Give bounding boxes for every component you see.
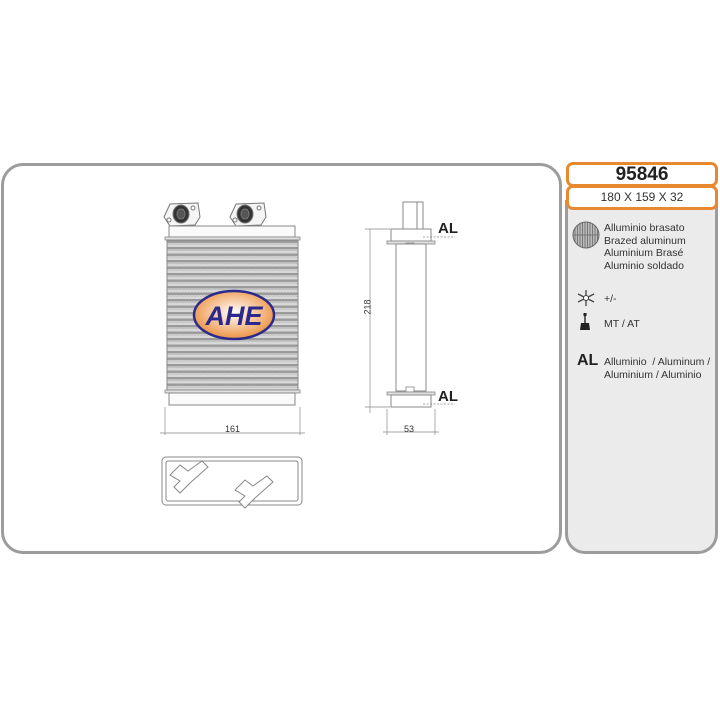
- ac-label: +/-: [604, 293, 617, 305]
- tank-material-text: Alluminio / Aluminum / Aluminium / Alumi…: [604, 356, 711, 381]
- brazed-core-icon: [572, 221, 600, 249]
- transmission-label: MT / AT: [604, 318, 640, 330]
- heater-bottom-view: [161, 456, 303, 509]
- depth-dimension-label: 53: [404, 424, 415, 434]
- height-dimension-label: 218: [362, 299, 373, 315]
- inlet-flange: [163, 202, 201, 227]
- tank-material-icon: AL: [577, 352, 599, 369]
- heater-side-view: [365, 201, 455, 435]
- snowflake-icon: [577, 290, 595, 306]
- ahe-logo: AHE: [192, 289, 276, 341]
- product-code: 95846: [566, 162, 718, 187]
- core-material-text: Alluminio brasato Brazed aluminum Alumin…: [604, 222, 686, 272]
- specs-panel: [565, 200, 718, 554]
- bottom-material-label: AL: [438, 388, 458, 405]
- top-material-label: AL: [438, 220, 458, 237]
- product-dimensions: 180 X 159 X 32: [566, 185, 718, 210]
- width-dimension-label: 161: [225, 424, 241, 434]
- heater-front-view: [160, 202, 305, 435]
- outlet-flange: [229, 202, 267, 227]
- svg-text:AHE: AHE: [204, 301, 263, 331]
- gear-stick-icon: [580, 313, 590, 330]
